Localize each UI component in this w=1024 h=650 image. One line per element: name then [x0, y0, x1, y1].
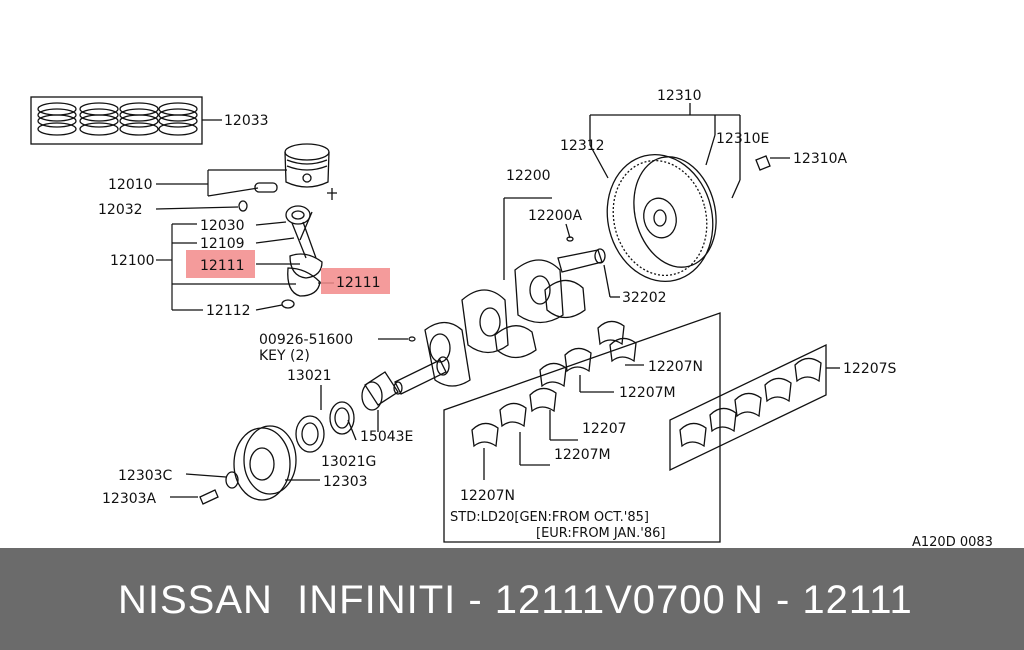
- undersize-bearings-drawing: [669, 343, 840, 472]
- label-12310: 12310: [657, 88, 702, 104]
- footer-bar: [0, 548, 1024, 650]
- main-bearings-drawing: [443, 312, 721, 543]
- label-12010: 12010: [108, 177, 153, 193]
- label-12032: 12032: [98, 202, 143, 218]
- label-15043e: 15043E: [360, 429, 413, 445]
- label-12303c: 12303C: [118, 468, 173, 484]
- connecting-rod-drawing: [281, 205, 323, 309]
- label-12112: 12112: [206, 303, 251, 319]
- parts-diagram: 12033 12010 12032: [30, 88, 993, 548]
- crankshaft-drawing: [393, 197, 620, 395]
- footer-title: NISSAN INFINITI - 12111V0700: [118, 578, 726, 622]
- label-12200: 12200: [506, 168, 551, 184]
- label-12207m-top: 12207M: [619, 385, 676, 401]
- label-12207: 12207: [582, 421, 627, 437]
- std-note-line2: [EUR:FROM JAN.'86]: [536, 526, 665, 541]
- label-12303a: 12303A: [102, 491, 157, 507]
- piston-drawing: [238, 143, 337, 212]
- front-parts-drawing: [170, 371, 399, 505]
- label-12207m-bottom: 12207M: [554, 447, 611, 463]
- highlight-box-upper: [186, 250, 255, 278]
- label-key-2: KEY (2): [259, 348, 310, 364]
- label-12312: 12312: [560, 138, 605, 154]
- label-12200a: 12200A: [528, 208, 583, 224]
- label-12310a: 12310A: [793, 151, 848, 167]
- label-12033: 12033: [224, 113, 269, 129]
- flywheel-drawing: [589, 103, 790, 283]
- label-12111-lower[interactable]: 12111: [336, 275, 381, 291]
- piston-rings-drawing: [30, 96, 222, 145]
- label-12310e: 12310E: [716, 131, 769, 147]
- label-12030: 12030: [200, 218, 245, 234]
- std-note-line1: STD:LD20[GEN:FROM OCT.'85]: [450, 510, 649, 525]
- label-12109: 12109: [200, 236, 245, 252]
- label-13021g: 13021G: [321, 454, 376, 470]
- label-13021: 13021: [287, 368, 332, 384]
- footer-part-number: N - 12111: [734, 578, 913, 622]
- label-12207s: 12207S: [843, 361, 897, 377]
- label-12207n-top: 12207N: [648, 359, 703, 375]
- label-12111-upper[interactable]: 12111: [200, 258, 245, 274]
- label-12207n-bottom: 12207N: [460, 488, 515, 504]
- diagram-code: A120D 0083: [912, 535, 993, 548]
- label-32202: 32202: [622, 290, 667, 306]
- label-12100: 12100: [110, 253, 155, 269]
- label-00926-51600: 00926-51600: [259, 332, 353, 348]
- label-12303: 12303: [323, 474, 368, 490]
- highlight-box-lower: [321, 268, 390, 294]
